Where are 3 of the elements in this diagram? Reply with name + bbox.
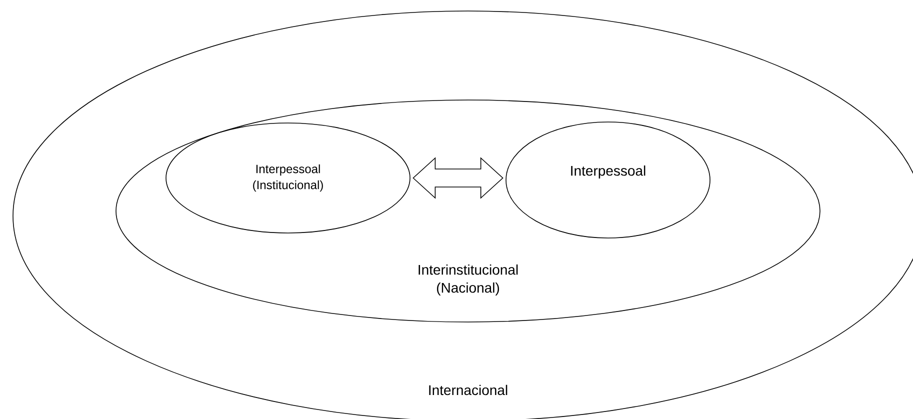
ellipse-region: Interpessoal — [506, 122, 710, 238]
ellipse-region: Interpessoal (Institucional) — [166, 122, 410, 234]
double-arrow — [412, 157, 504, 199]
